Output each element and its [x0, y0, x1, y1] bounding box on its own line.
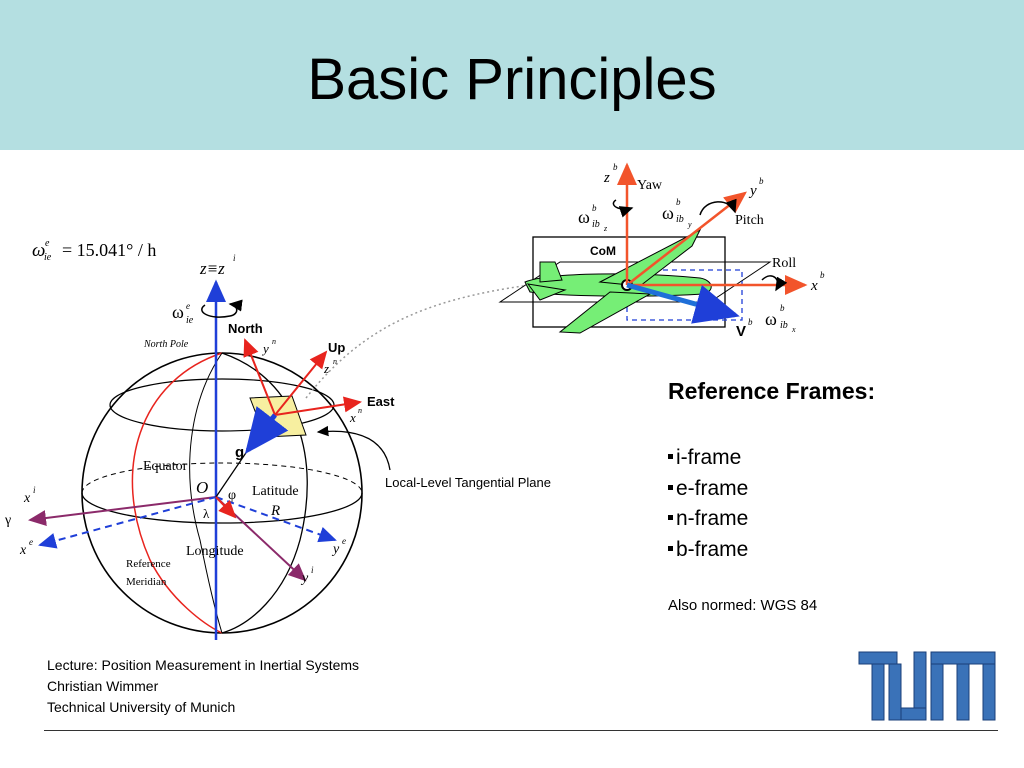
svg-text:g: g [235, 444, 244, 461]
svg-text:ib: ib [592, 219, 600, 230]
svg-text:y: y [748, 183, 757, 199]
svg-text:CoM: CoM [590, 244, 616, 258]
svg-text:e: e [186, 301, 190, 311]
svg-text:φ: φ [228, 488, 236, 503]
svg-text:x: x [19, 543, 27, 558]
aircraft-frame [498, 162, 808, 334]
svg-text:Latitude: Latitude [252, 484, 299, 499]
wgs84-note: Also normed: WGS 84 [668, 597, 818, 614]
svg-text:ω: ω [32, 240, 45, 261]
svg-text:Pitch: Pitch [735, 213, 764, 228]
east-arrow [274, 396, 362, 416]
svg-text:y: y [261, 341, 269, 356]
frames-diagram: ω e ie = 15.041° / h z≡z i ω e [4, 162, 825, 640]
gravity-arrow [244, 406, 289, 454]
tum-logo [858, 651, 996, 721]
tangent-plane [249, 395, 307, 438]
footer-university: Technical University of Munich [47, 699, 236, 715]
frame-item-e: e-frame [668, 477, 748, 501]
footer-lecture: Lecture: Position Measurement in Inertia… [47, 657, 360, 673]
svg-text:R: R [270, 503, 280, 519]
svg-text:y: y [687, 220, 692, 229]
frame-item-label: n-frame [676, 507, 749, 530]
bullet-icon [668, 453, 673, 459]
svg-text:b: b [780, 303, 785, 313]
frame-item-label: i-frame [676, 446, 742, 469]
svg-text:n: n [358, 406, 362, 415]
svg-text:Yaw: Yaw [637, 178, 663, 193]
svg-text:ie: ie [44, 252, 52, 263]
footer-divider [44, 730, 998, 731]
svg-text:ω: ω [662, 203, 674, 223]
svg-text:λ: λ [203, 506, 210, 521]
svg-text:z: z [603, 224, 608, 233]
svg-text:Longitude: Longitude [186, 544, 244, 559]
svg-text:z: z [323, 361, 329, 376]
svg-text:North: North [228, 321, 263, 336]
svg-text:y: y [300, 571, 309, 586]
frame-item-b: b-frame [668, 538, 748, 562]
svg-text:i: i [233, 253, 236, 263]
earth-sphere [81, 352, 363, 634]
frame-item-i: i-frame [668, 446, 741, 470]
frame-item-label: b-frame [676, 538, 749, 561]
svg-text:e: e [342, 536, 346, 546]
svg-text:y: y [331, 542, 340, 557]
north-arrow [243, 338, 276, 416]
reference-frames-heading: Reference Frames: [668, 378, 876, 404]
svg-text:z: z [603, 170, 610, 186]
svg-text:x: x [791, 325, 796, 334]
svg-text:Reference: Reference [126, 558, 171, 570]
title-banner [0, 0, 1024, 150]
svg-text:n: n [272, 337, 276, 346]
svg-text:ω: ω [172, 302, 184, 322]
svg-text:Local-Level Tangential Plane: Local-Level Tangential Plane [385, 475, 551, 490]
svg-text:ib: ib [676, 214, 684, 225]
svg-text:x: x [349, 410, 356, 425]
bullet-icon [668, 514, 673, 520]
footer-author: Christian Wimmer [47, 678, 159, 694]
svg-text:b: b [592, 203, 597, 213]
bullet-icon [668, 545, 673, 551]
svg-text:γ: γ [4, 513, 11, 528]
svg-text:b: b [820, 270, 825, 280]
svg-text:e: e [29, 537, 33, 547]
svg-text:ie: ie [186, 315, 194, 326]
svg-text:e: e [45, 238, 50, 249]
svg-text:b: b [676, 197, 681, 207]
svg-text:i: i [311, 565, 314, 575]
svg-text:ω: ω [578, 207, 590, 227]
svg-text:North Pole: North Pole [143, 339, 189, 350]
bullet-icon [668, 484, 673, 490]
svg-text:V: V [736, 323, 746, 340]
svg-text:n: n [333, 357, 337, 366]
slide-title: Basic Principles [307, 47, 717, 112]
frame-item-label: e-frame [676, 477, 749, 500]
svg-text:b: b [613, 162, 618, 172]
aircraft-labels: z b Yaw ω b ib z ω b ib y Pitch y b CoM … [578, 162, 825, 340]
earth-rotation-arrow [201, 299, 243, 318]
svg-text:East: East [367, 394, 395, 409]
svg-text:Roll: Roll [772, 256, 796, 271]
svg-text:= 15.041° / h: = 15.041° / h [62, 240, 156, 260]
svg-text:x: x [810, 278, 818, 294]
svg-text:b: b [759, 176, 764, 186]
svg-text:x: x [23, 491, 31, 506]
svg-text:Up: Up [328, 340, 345, 355]
frame-item-n: n-frame [668, 507, 748, 531]
svg-text:ib: ib [780, 320, 788, 331]
svg-text:ω: ω [765, 309, 777, 329]
svg-text:Meridian: Meridian [126, 576, 167, 588]
svg-text:Equator: Equator [143, 459, 188, 474]
plane-pointer-arrow [316, 425, 391, 471]
up-arrow [274, 350, 328, 416]
earth-rate-formula: ω e ie = 15.041° / h [32, 238, 156, 263]
earth-labels: z≡z i ω e ie North North Pole Up East y … [4, 253, 551, 588]
svg-text:O: O [196, 478, 208, 497]
svg-text:z≡z: z≡z [199, 259, 225, 278]
svg-text:b: b [748, 317, 753, 327]
svg-text:i: i [33, 485, 36, 495]
